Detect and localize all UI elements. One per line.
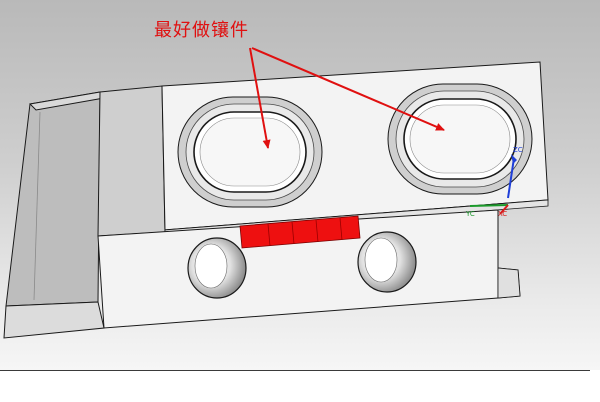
highlighted-feature[interactable] — [239, 215, 361, 249]
coordinate-triad: ZC YC XC — [465, 146, 523, 218]
z-axis-label: ZC — [513, 146, 523, 154]
lower-body[interactable] — [97, 209, 521, 329]
left-side-block — [3, 85, 166, 339]
hole-right[interactable] — [357, 231, 417, 293]
slot-left[interactable] — [177, 96, 323, 208]
annotation-arrow-right — [251, 47, 445, 131]
hole-left[interactable] — [187, 237, 247, 299]
annotation-arrow-left — [249, 47, 271, 149]
x-axis-label: XC — [498, 210, 507, 218]
z-axis — [507, 157, 515, 199]
y-axis-label: YC — [465, 210, 475, 218]
graphics-viewport[interactable]: ZC YC XC 最好做镶件 — [0, 0, 600, 370]
footer-divider — [0, 370, 590, 371]
x-axis — [499, 204, 509, 215]
annotation-label: 最好做镶件 — [154, 20, 249, 41]
footer-area — [0, 370, 600, 402]
cad-scene[interactable]: ZC YC XC — [0, 0, 600, 370]
y-axis — [469, 204, 509, 207]
slot-right[interactable] — [387, 83, 533, 195]
